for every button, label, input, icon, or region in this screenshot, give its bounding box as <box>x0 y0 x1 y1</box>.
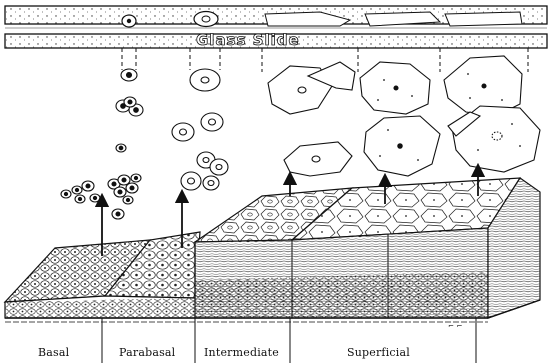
label-intermediate: Intermediate <box>204 346 279 359</box>
parabasal-cells <box>116 69 228 190</box>
glass-slide-label: Glass Slide <box>196 31 300 49</box>
label-superficial: Superficial <box>347 346 410 359</box>
artist-signature: ⌐ ⌐ <box>448 322 463 330</box>
basal-cells <box>61 144 141 219</box>
label-basal: Basal <box>38 346 69 359</box>
superficial-cells <box>360 56 540 176</box>
intermediate-cells <box>268 62 355 176</box>
label-parabasal: Parabasal <box>119 346 175 359</box>
